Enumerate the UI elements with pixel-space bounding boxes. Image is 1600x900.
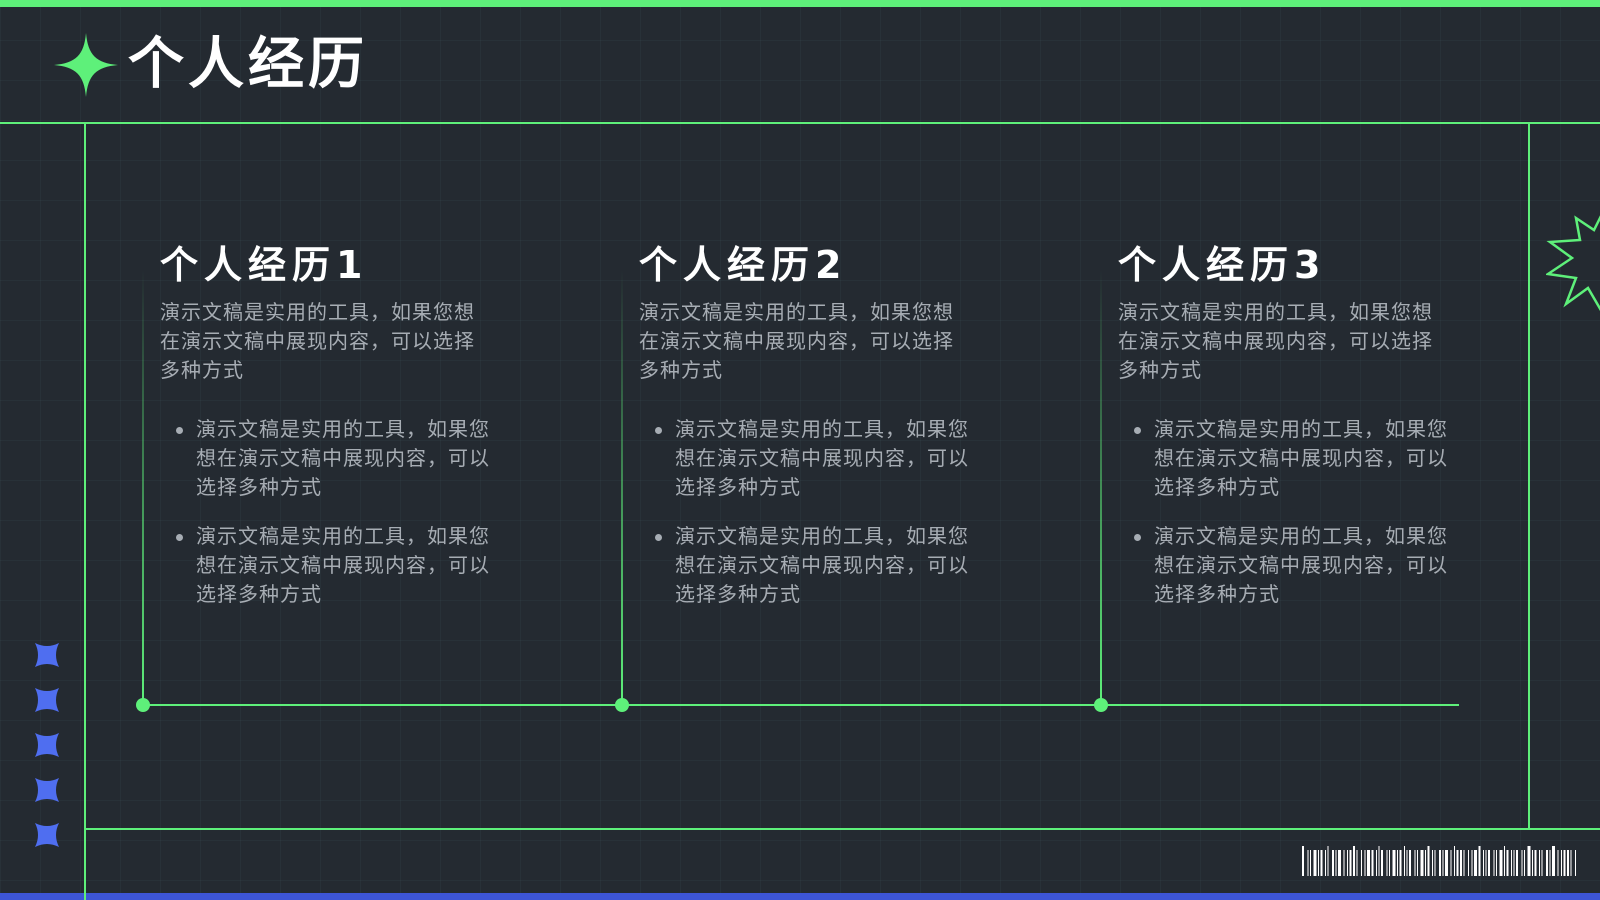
top-accent-bar <box>0 0 1600 7</box>
header-divider <box>0 122 1600 124</box>
column-2-rail <box>621 270 623 704</box>
timeline-line <box>143 704 1459 706</box>
column-title: 个人经历1 <box>160 243 369 287</box>
sparkle-icon <box>35 778 59 802</box>
bullet-text: 演示文稿是实用的工具，如果您想在演示文稿中展现内容，可以选择多种方式 <box>1154 524 1448 606</box>
timeline-node-3 <box>1094 698 1108 712</box>
bullet-dot <box>176 427 183 434</box>
bullet-text: 演示文稿是实用的工具，如果您想在演示文稿中展现内容，可以选择多种方式 <box>675 524 969 606</box>
list-item: 演示文稿是实用的工具，如果您想在演示文稿中展现内容，可以选择多种方式 <box>1118 415 1454 502</box>
bullet-dot <box>1134 534 1141 541</box>
bullet-text: 演示文稿是实用的工具，如果您想在演示文稿中展现内容，可以选择多种方式 <box>196 417 490 499</box>
barcode-icon <box>1302 846 1576 876</box>
left-frame-line <box>84 122 86 900</box>
list-item: 演示文稿是实用的工具，如果您想在演示文稿中展现内容，可以选择多种方式 <box>160 522 496 609</box>
column-1-rail <box>142 270 144 704</box>
footer-divider <box>84 828 1600 830</box>
bullet-text: 演示文稿是实用的工具，如果您想在演示文稿中展现内容，可以选择多种方式 <box>675 417 969 499</box>
bullet-dot <box>655 534 662 541</box>
bullet-text: 演示文稿是实用的工具，如果您想在演示文稿中展现内容，可以选择多种方式 <box>1154 417 1448 499</box>
timeline-node-1 <box>136 698 150 712</box>
starburst-icon <box>1546 215 1600 312</box>
experience-column-3: 个人经历3 演示文稿是实用的工具，如果您想在演示文稿中展现内容，可以选择多种方式… <box>1118 240 1478 629</box>
bullet-dot <box>176 534 183 541</box>
sparkle-icon <box>35 823 59 847</box>
four-point-star-icon <box>54 33 118 97</box>
bullet-list: 演示文稿是实用的工具，如果您想在演示文稿中展现内容，可以选择多种方式 演示文稿是… <box>639 415 999 609</box>
sparkle-icon <box>35 688 59 712</box>
timeline-node-2 <box>615 698 629 712</box>
bullet-dot <box>655 427 662 434</box>
bullet-list: 演示文稿是实用的工具，如果您想在演示文稿中展现内容，可以选择多种方式 演示文稿是… <box>160 415 520 609</box>
list-item: 演示文稿是实用的工具，如果您想在演示文稿中展现内容，可以选择多种方式 <box>160 415 496 502</box>
page-title: 个人经历 <box>128 32 368 97</box>
sparkle-icon <box>35 643 59 667</box>
list-item: 演示文稿是实用的工具，如果您想在演示文稿中展现内容，可以选择多种方式 <box>639 415 975 502</box>
bullet-text: 演示文稿是实用的工具，如果您想在演示文稿中展现内容，可以选择多种方式 <box>196 524 490 606</box>
bullet-dot <box>1134 427 1141 434</box>
column-intro: 演示文稿是实用的工具，如果您想在演示文稿中展现内容，可以选择多种方式 <box>639 300 954 382</box>
column-intro: 演示文稿是实用的工具，如果您想在演示文稿中展现内容，可以选择多种方式 <box>1118 300 1433 382</box>
bottom-accent-bar <box>0 893 1600 900</box>
column-3-rail <box>1100 270 1102 704</box>
experience-column-2: 个人经历2 演示文稿是实用的工具，如果您想在演示文稿中展现内容，可以选择多种方式… <box>639 240 999 629</box>
column-title: 个人经历3 <box>1118 243 1327 287</box>
list-item: 演示文稿是实用的工具，如果您想在演示文稿中展现内容，可以选择多种方式 <box>1118 522 1454 609</box>
right-frame-line <box>1528 122 1530 828</box>
experience-column-1: 个人经历1 演示文稿是实用的工具，如果您想在演示文稿中展现内容，可以选择多种方式… <box>160 240 520 629</box>
column-title: 个人经历2 <box>639 243 848 287</box>
bullet-list: 演示文稿是实用的工具，如果您想在演示文稿中展现内容，可以选择多种方式 演示文稿是… <box>1118 415 1478 609</box>
sparkle-icon <box>35 733 59 757</box>
list-item: 演示文稿是实用的工具，如果您想在演示文稿中展现内容，可以选择多种方式 <box>639 522 975 609</box>
column-intro: 演示文稿是实用的工具，如果您想在演示文稿中展现内容，可以选择多种方式 <box>160 300 475 382</box>
